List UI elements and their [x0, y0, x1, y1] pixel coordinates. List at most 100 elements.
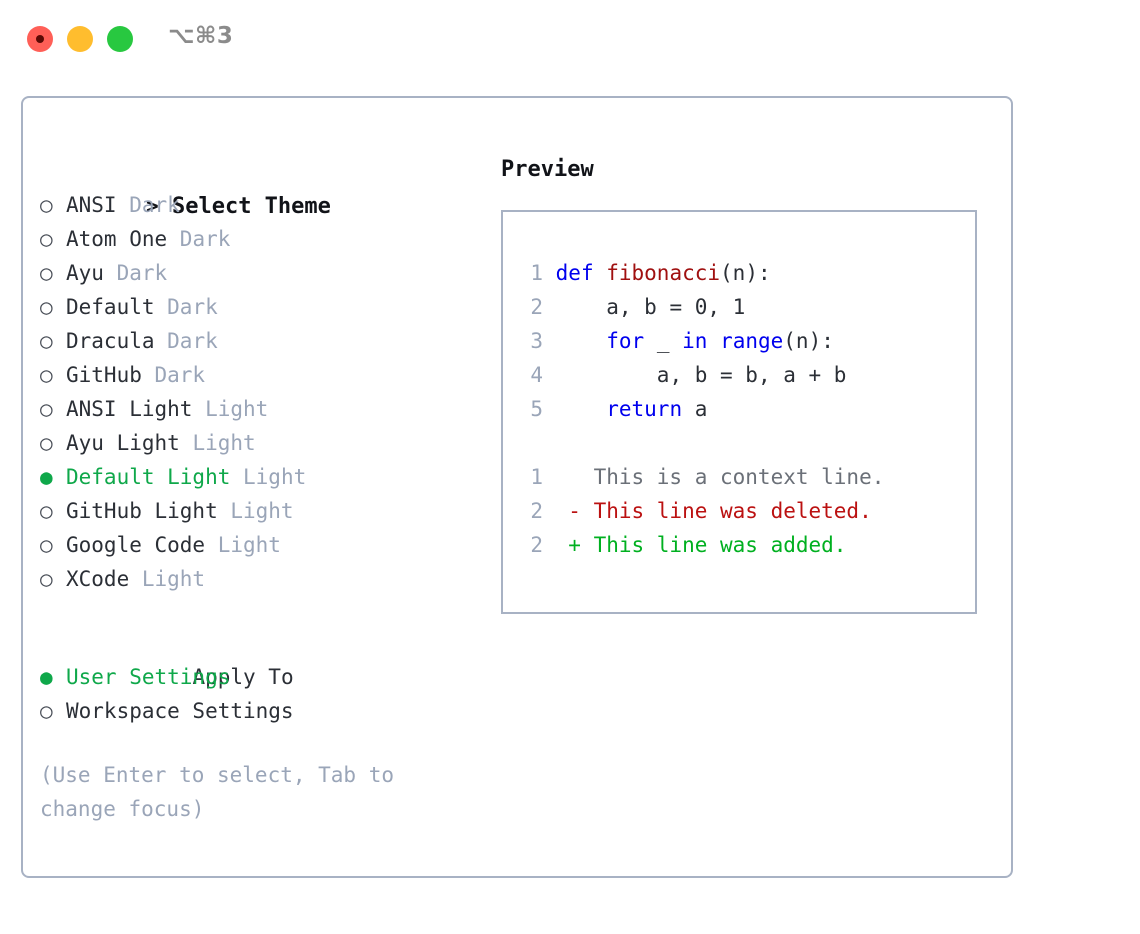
- theme-variant-tag: Light: [129, 567, 206, 591]
- code-token: (n):: [783, 329, 834, 353]
- gutter-gap: [543, 363, 556, 387]
- diff-line: 1 This is a context line.: [517, 460, 967, 494]
- diff-line: 2 - This line was deleted.: [517, 494, 967, 528]
- radio-unselected-icon: ○: [40, 533, 53, 557]
- code-token: fibonacci: [606, 261, 721, 285]
- code-token: [556, 329, 607, 353]
- apply-to-label: User Settings: [66, 665, 231, 689]
- theme-list-item[interactable]: ○ GitHub Dark: [40, 358, 490, 392]
- diff-line-text: This is a context line.: [543, 465, 885, 489]
- code-token: a, b = 0, 1: [555, 295, 746, 319]
- theme-name-label: ANSI Light: [66, 397, 193, 421]
- diff-sample: 1 This is a context line.2 - This line w…: [517, 460, 967, 562]
- preview-column: Preview 1 def fibonacci(n):2 a, b = 0, 1…: [501, 152, 991, 614]
- code-token: _: [644, 329, 683, 353]
- theme-variant-tag: Dark: [103, 261, 168, 285]
- code-line: 5 return a: [517, 392, 967, 426]
- theme-picker-title: Select Theme: [171, 194, 331, 219]
- theme-list-item[interactable]: ○ANSI Light Light: [40, 392, 490, 426]
- theme-name-label: Atom One: [66, 227, 168, 251]
- theme-name-label: Dracula: [66, 329, 155, 353]
- preview-title: Preview: [501, 157, 594, 182]
- line-number: 2: [530, 533, 543, 557]
- prompt-caret-icon: >: [145, 194, 159, 218]
- apply-to-item[interactable]: ○Workspace Settings: [40, 694, 490, 728]
- code-token: a, b = b, a + b: [555, 363, 847, 387]
- code-token: [707, 329, 720, 353]
- theme-list-item[interactable]: ○ Ayu Dark: [40, 256, 490, 290]
- code-line: 3 for _ in range(n):: [517, 324, 967, 358]
- theme-list-item[interactable]: ○ Atom One Dark: [40, 222, 490, 256]
- theme-name-label: GitHub Light: [66, 499, 218, 523]
- radio-unselected-icon: ○: [40, 431, 53, 455]
- maximize-window-button[interactable]: [107, 26, 133, 52]
- code-line: 2 a, b = 0, 1: [517, 290, 967, 324]
- code-token: [556, 397, 607, 421]
- theme-list-item[interactable]: ○ Google Code Light: [40, 528, 490, 562]
- theme-variant-tag: Light: [205, 533, 281, 557]
- radio-selected-icon: ●: [40, 465, 53, 489]
- radio-unselected-icon: ○: [40, 567, 53, 591]
- minimize-window-button[interactable]: [67, 26, 93, 52]
- theme-list-item[interactable]: ○ XCode Light: [40, 562, 490, 596]
- theme-name-label: Default Light: [66, 465, 231, 489]
- theme-list-item[interactable]: ○ANSI Dark: [40, 188, 490, 222]
- theme-list-item[interactable]: ○Ayu Light Light: [40, 426, 490, 460]
- theme-name-label: ANSI: [66, 193, 117, 217]
- line-number: 1: [530, 261, 543, 285]
- theme-name-label: GitHub: [66, 363, 142, 387]
- theme-name-label: Google Code: [66, 533, 206, 557]
- theme-picker-header: > Select Theme: [40, 152, 490, 219]
- code-token: (n):: [720, 261, 771, 285]
- diff-line-text: + This line was added.: [543, 533, 847, 557]
- theme-variant-tag: Dark: [154, 329, 218, 353]
- radio-selected-icon: ●: [40, 665, 53, 689]
- apply-to-item[interactable]: ● User Settings: [40, 660, 490, 694]
- theme-list-item[interactable]: ○ GitHub Light Light: [40, 494, 490, 528]
- apply-to-title: Apply To: [192, 665, 294, 689]
- line-number: 5: [530, 397, 543, 421]
- code-diff-separator: [517, 426, 967, 460]
- apply-to-header: Apply To: [40, 626, 490, 689]
- gutter-gap: [543, 397, 556, 421]
- theme-variant-tag: Dark: [154, 295, 218, 319]
- code-token: in: [682, 329, 708, 353]
- radio-unselected-icon: ○: [40, 261, 53, 285]
- theme-list: ○ANSI Dark○Atom One Dark○Ayu Dark○Defaul…: [40, 188, 490, 596]
- radio-unselected-icon: ○: [40, 499, 53, 523]
- line-number: 3: [530, 329, 543, 353]
- theme-variant-tag: Dark: [141, 363, 206, 387]
- close-icon: [36, 35, 44, 43]
- theme-variant-tag: Light: [217, 499, 294, 523]
- keyboard-hint-text: (Use Enter to select, Tab to change focu…: [40, 763, 395, 821]
- gutter-gap: [543, 295, 556, 319]
- diff-line: 2 + This line was added.: [517, 528, 967, 562]
- line-number: 1: [530, 465, 543, 489]
- theme-name-label: XCode: [66, 567, 130, 591]
- theme-list-item[interactable]: ●Default Light Light: [40, 460, 490, 494]
- radio-unselected-icon: ○: [40, 227, 53, 251]
- gutter-gap: [543, 329, 556, 353]
- code-token: return: [606, 397, 683, 421]
- close-window-button[interactable]: [27, 26, 53, 52]
- apply-to-section: Apply To ● User Settings ○Workspace Settin…: [40, 626, 490, 728]
- theme-variant-tag: Dark: [167, 227, 231, 251]
- code-line: 1 def fibonacci(n):: [517, 256, 967, 290]
- code-token: a: [682, 397, 708, 421]
- radio-unselected-icon: ○: [40, 329, 53, 353]
- radio-unselected-icon: ○: [40, 397, 53, 421]
- radio-unselected-icon: ○: [40, 193, 53, 217]
- keyboard-shortcut-label: ⌥⌘3: [168, 23, 234, 49]
- line-number: 2: [530, 499, 543, 523]
- diff-line-text: - This line was deleted.: [543, 499, 872, 523]
- theme-name-label: Ayu: [66, 261, 104, 285]
- theme-list-item[interactable]: ○ Dracula Dark: [40, 324, 490, 358]
- theme-variant-tag: Light: [179, 431, 256, 455]
- theme-list-item[interactable]: ○Default Dark: [40, 290, 490, 324]
- code-token: def: [555, 261, 607, 285]
- apply-to-list: ● User Settings ○Workspace Settings: [40, 660, 490, 728]
- radio-unselected-icon: ○: [40, 363, 53, 387]
- main-panel: >Select Theme ○ANSI Dark○Atom One Dark○A…: [21, 96, 1013, 878]
